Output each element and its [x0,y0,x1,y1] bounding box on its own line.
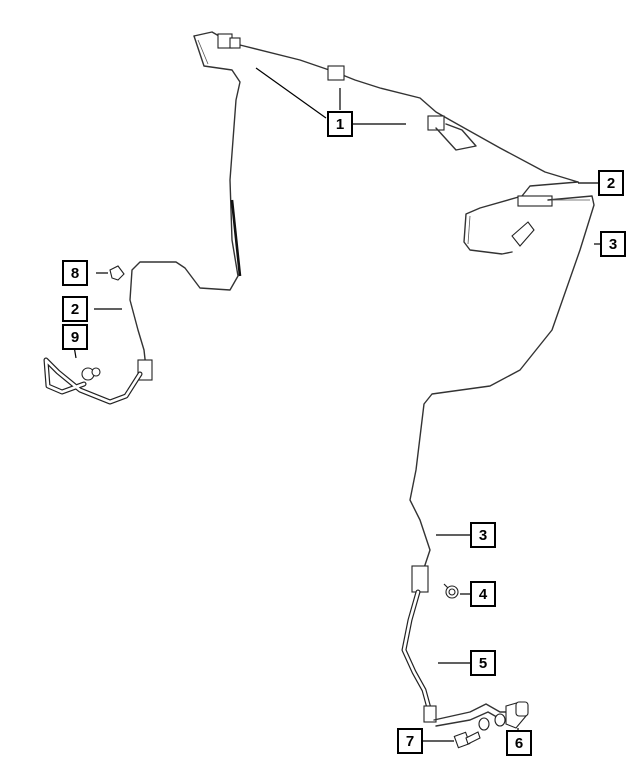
callout-5[interactable]: 5 [470,650,496,676]
hose-fitting [517,195,553,207]
callout-7[interactable]: 7 [397,728,423,754]
callout-2-left[interactable]: 2 [62,296,88,322]
callout-1[interactable]: 1 [327,111,353,137]
brake-tube-upper[interactable] [129,31,579,369]
tube-clip [427,115,445,131]
hose-end-fitting [423,705,437,723]
tube-nut [511,221,535,247]
brake-hose-lower[interactable] [401,565,529,729]
bolt-part[interactable] [443,583,459,599]
callout-9[interactable]: 9 [62,324,88,350]
callout-6[interactable]: 6 [506,730,532,756]
callout-2-right[interactable]: 2 [598,170,624,196]
brake-hose-left[interactable] [43,357,153,405]
banjo-bolt-part[interactable] [453,731,481,749]
leader-lines [73,67,600,742]
washer-part[interactable] [478,713,506,731]
tube-clip [327,65,345,81]
tube-clip [229,37,241,49]
brake-tube-right[interactable] [409,181,595,569]
callout-8[interactable]: 8 [62,260,88,286]
callout-4[interactable]: 4 [470,581,496,607]
hose-bracket [411,565,429,593]
clip-part[interactable] [109,265,125,281]
callout-3-lower[interactable]: 3 [470,522,496,548]
callout-3-upper[interactable]: 3 [600,231,626,257]
